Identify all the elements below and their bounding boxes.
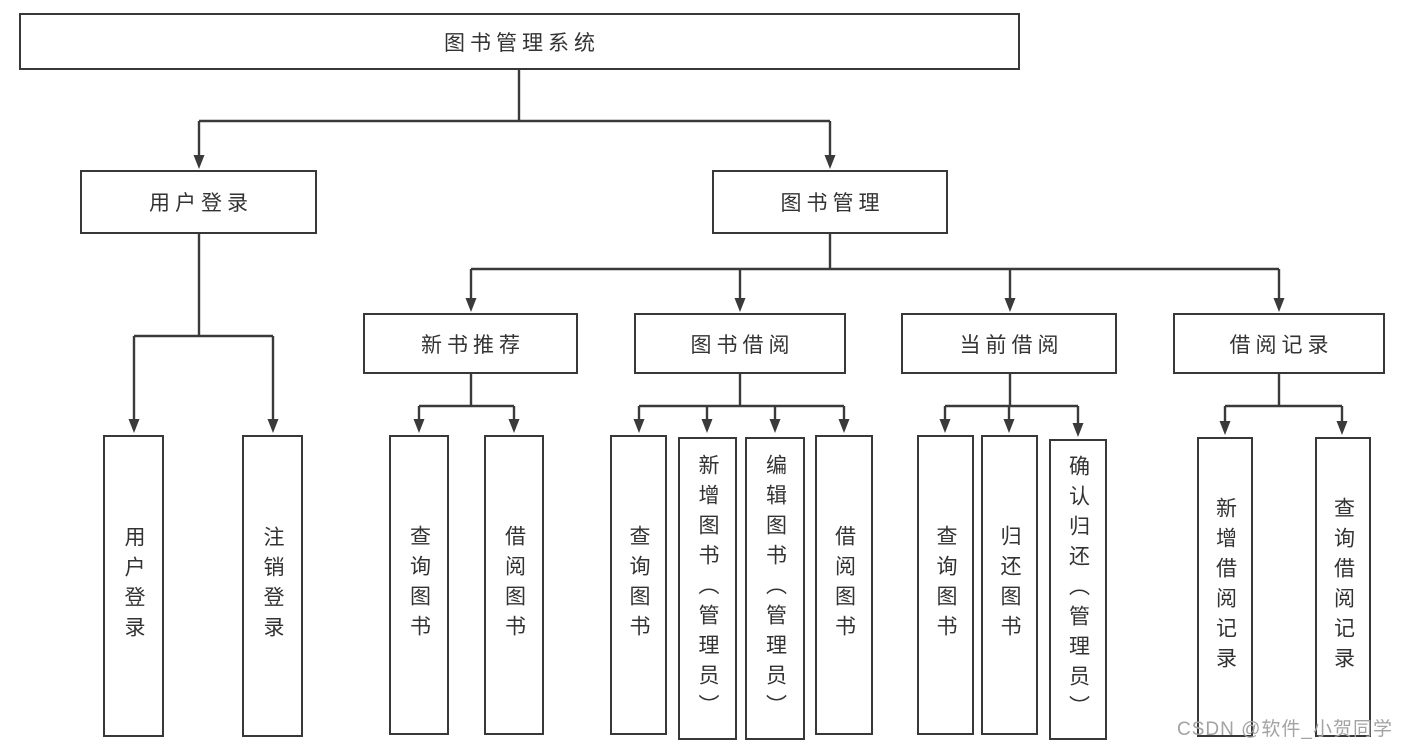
leaf-search-book-borrow-label: 查询图书	[627, 525, 650, 645]
leaf-search-book-borrow: 查询图书	[610, 435, 667, 735]
leaf-confirm-return-admin-label: 确认归还（管理员）	[1066, 454, 1090, 725]
leaf-add-borrow-record-label: 新增借阅记录	[1213, 497, 1237, 677]
leaf-return-book-label: 归还图书	[998, 525, 1021, 645]
leaf-add-borrow-record: 新增借阅记录	[1197, 437, 1253, 737]
leaf-logout-label: 注销登录	[261, 526, 284, 646]
node-book-borrow: 图书借阅	[634, 313, 846, 374]
leaf-borrow-book-recommend-label: 借阅图书	[502, 525, 526, 645]
leaf-search-borrow-record: 查询借阅记录	[1315, 437, 1371, 737]
leaf-edit-book-admin: 编辑图书（管理员）	[745, 437, 805, 740]
leaf-search-book-current: 查询图书	[917, 435, 974, 735]
leaf-return-book: 归还图书	[981, 435, 1038, 735]
leaf-search-borrow-record-label: 查询借阅记录	[1331, 497, 1355, 677]
node-borrow-records: 借阅记录	[1173, 313, 1385, 374]
watermark: CSDN @软件_小贺同学	[1177, 719, 1393, 740]
node-book-management: 图书管理	[712, 170, 948, 234]
leaf-add-book-admin: 新增图书（管理员）	[678, 437, 737, 740]
leaf-borrow-book-recommend: 借阅图书	[484, 435, 544, 735]
leaf-logout: 注销登录	[242, 435, 303, 737]
leaf-search-book-recommend: 查询图书	[389, 435, 449, 735]
node-new-book-recommend: 新书推荐	[363, 313, 578, 374]
node-borrow-records-label: 借阅记录	[1229, 333, 1334, 357]
leaf-edit-book-admin-label: 编辑图书（管理员）	[763, 453, 787, 724]
leaf-search-book-recommend-label: 查询图书	[407, 525, 431, 645]
node-root-label: 图书管理系统	[444, 31, 600, 55]
node-book-borrow-label: 图书借阅	[690, 333, 795, 357]
node-current-borrow-label: 当前借阅	[959, 333, 1064, 357]
leaf-borrow-book: 借阅图书	[815, 435, 873, 735]
leaf-user-login-label: 用户登录	[122, 526, 145, 646]
node-book-management-label: 图书管理	[780, 192, 885, 215]
node-new-book-recommend-label: 新书推荐	[421, 333, 525, 357]
leaf-confirm-return-admin: 确认归还（管理员）	[1049, 439, 1107, 740]
node-user-login: 用户登录	[80, 170, 317, 234]
leaf-add-book-admin-label: 新增图书（管理员）	[696, 453, 719, 724]
node-current-borrow: 当前借阅	[901, 313, 1117, 374]
leaf-borrow-book-label: 借阅图书	[832, 525, 856, 645]
node-root: 图书管理系统	[19, 13, 1020, 70]
node-user-login-label: 用户登录	[149, 192, 253, 215]
leaf-user-login: 用户登录	[103, 435, 164, 737]
leaf-search-book-current-label: 查询图书	[934, 525, 957, 645]
